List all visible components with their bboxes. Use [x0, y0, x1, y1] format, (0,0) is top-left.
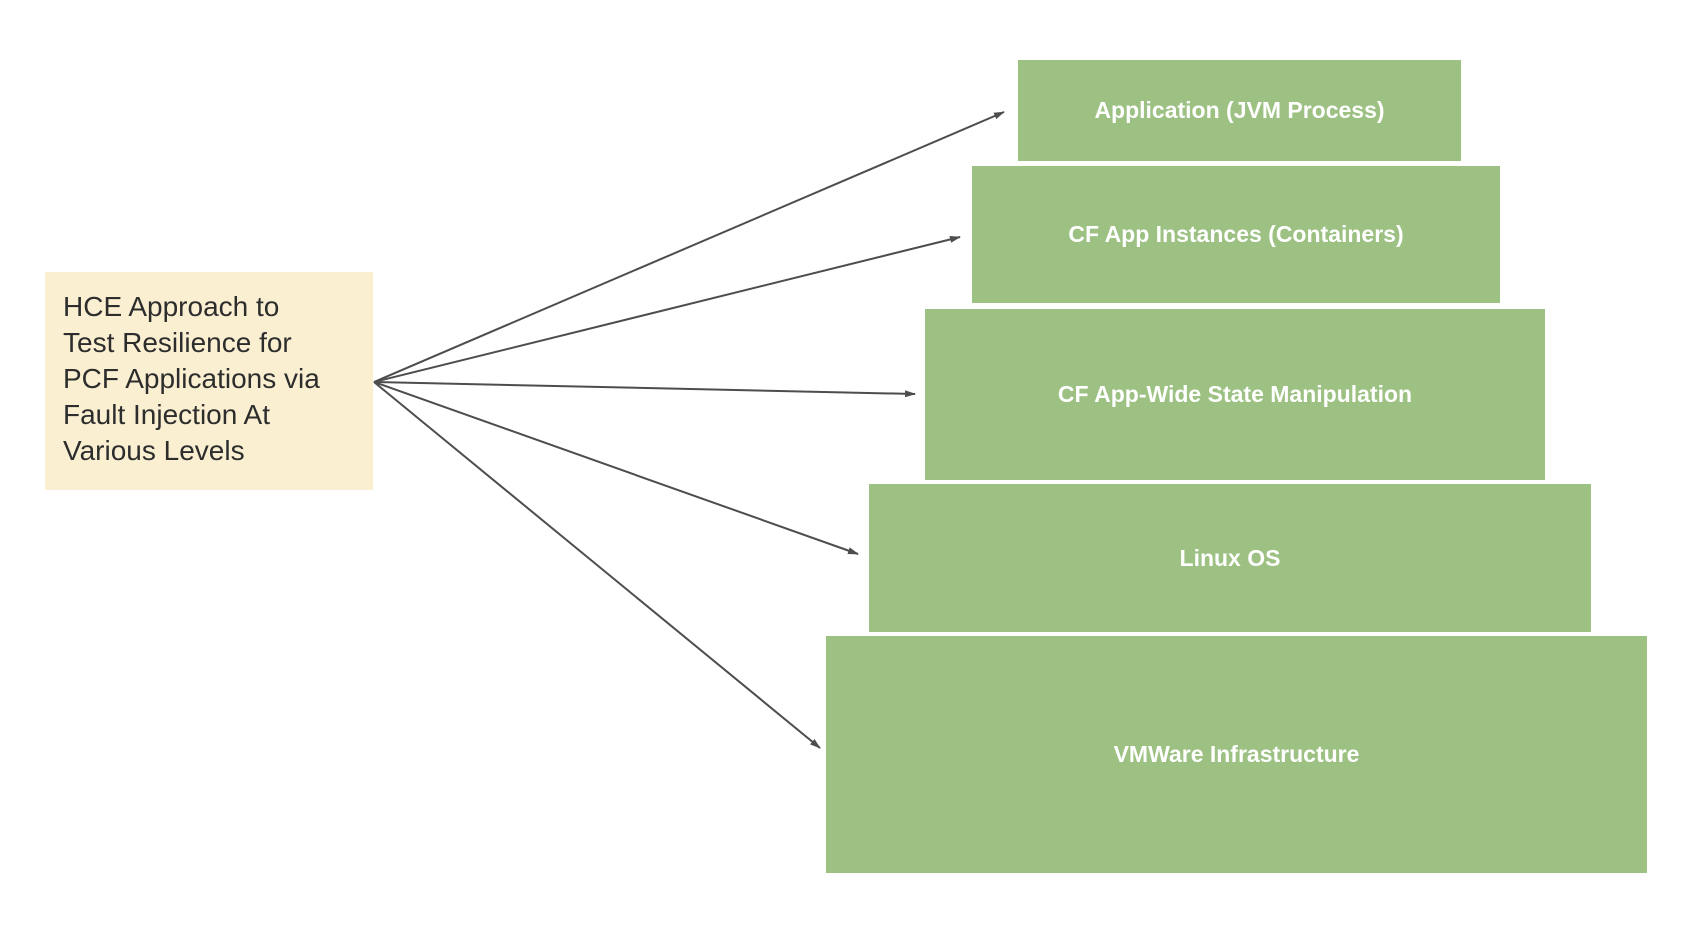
- level-box-cf-app-instances: CF App Instances (Containers): [972, 166, 1500, 303]
- level-box-cf-app-wide-state: CF App-Wide State Manipulation: [925, 309, 1545, 480]
- level-label-vmware-infrastructure: VMWare Infrastructure: [1113, 741, 1360, 767]
- arrow-to-cf-app-instances: [373, 236, 961, 383]
- level-label-cf-app-instances: CF App Instances (Containers): [1068, 221, 1404, 247]
- level-label-linux-os: Linux OS: [1179, 544, 1281, 571]
- arrow-to-vmware-infrastructure: [373, 381, 821, 749]
- level-label-application: Application (JVM Process): [1094, 97, 1385, 123]
- level-box-application: Application (JVM Process): [1018, 60, 1461, 161]
- arrow-to-cf-app-wide-state: [373, 381, 916, 398]
- level-label-cf-app-wide-state: CF App-Wide State Manipulation: [1057, 381, 1413, 407]
- level-box-vmware-infrastructure: VMWare Infrastructure: [826, 636, 1647, 873]
- level-box-linux-os: Linux OS: [869, 484, 1591, 632]
- hce-approach-note: HCE Approach to Test Resilience for PCF …: [45, 272, 373, 490]
- arrow-to-linux-os: [373, 381, 859, 555]
- arrow-to-application: [373, 111, 1005, 383]
